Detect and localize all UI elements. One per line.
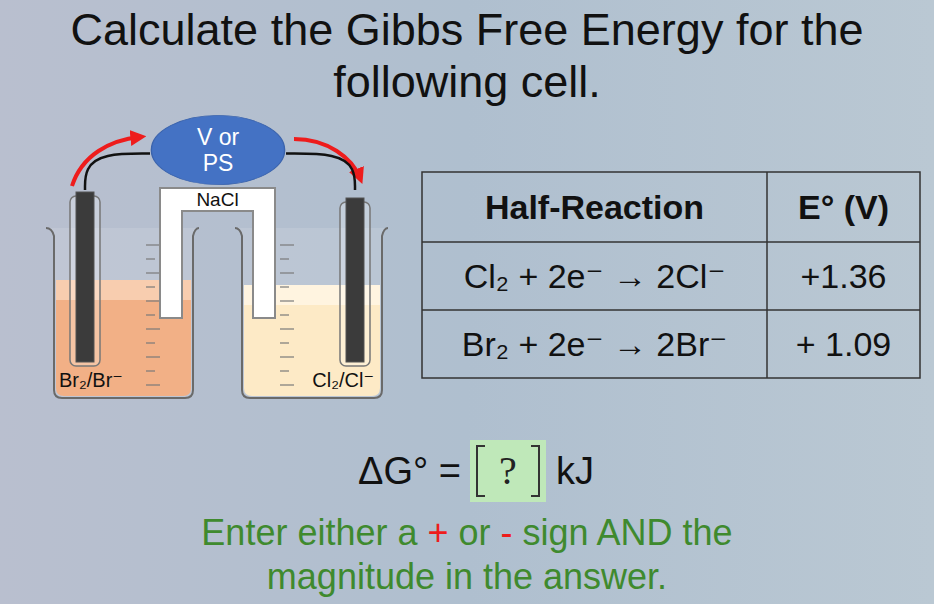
scale-tick <box>280 314 289 315</box>
scale-tick <box>280 258 289 259</box>
table-cell: Half-Reaction <box>485 188 704 227</box>
scale-tick <box>280 286 289 287</box>
scale-tick <box>146 356 160 357</box>
node-label: V or PS <box>182 124 254 176</box>
table-grid <box>422 172 920 378</box>
equation-text: ΔG° = <box>358 450 461 493</box>
table-cell: +1.36 <box>800 257 886 296</box>
scale-tick <box>146 244 160 245</box>
node-label: ? <box>499 448 517 494</box>
scale-tick <box>280 356 294 357</box>
scale-tick <box>280 384 294 385</box>
scale-tick <box>146 370 155 371</box>
electron-flow-arrow <box>294 139 360 178</box>
instruction-text: - <box>501 512 513 554</box>
table-cell: E° (V) <box>798 188 889 227</box>
scale-tick <box>146 342 155 343</box>
title: Calculate the Gibbs Free Energy for the … <box>0 4 934 108</box>
instruction-text: Enter either a <box>201 512 417 554</box>
equation-text: kJ <box>556 450 594 493</box>
node-label: Br₂/Br⁻ <box>59 369 123 392</box>
instruction-text: + <box>427 512 448 554</box>
right-electrode <box>340 198 370 366</box>
table-cell: Br₂ + 2e⁻ → 2Br⁻ <box>462 324 727 364</box>
scale-tick <box>280 244 294 245</box>
instruction-text: or <box>459 512 491 554</box>
scale-tick <box>146 328 160 329</box>
scale-tick <box>146 286 155 287</box>
scale-tick <box>146 272 160 273</box>
bracket <box>531 445 540 497</box>
electron-flow-arrow <box>72 137 140 186</box>
node-label: Cl₂/Cl⁻ <box>312 369 374 392</box>
answer-box: ? <box>470 440 546 502</box>
scale-tick <box>280 370 289 371</box>
wire <box>286 154 355 190</box>
scale-tick <box>280 272 294 273</box>
bracket <box>476 445 485 497</box>
voltmeter-ellipse: V or PS <box>150 114 286 186</box>
wire <box>85 154 150 190</box>
scale-tick <box>146 300 160 301</box>
scale-tick <box>146 384 160 385</box>
scale-tick <box>280 328 294 329</box>
scale-tick <box>146 258 155 259</box>
scale-tick <box>280 342 289 343</box>
instruction-text: sign AND the <box>523 512 733 554</box>
table-cell: Cl₂ + 2e⁻ → 2Cl⁻ <box>464 256 726 296</box>
scale-tick <box>280 300 294 301</box>
salt-bridge-box: NaCl <box>160 188 275 318</box>
salt-bridge <box>160 188 275 318</box>
table-cell: + 1.09 <box>796 325 891 364</box>
left-electrode <box>70 192 100 366</box>
instruction-text: magnitude in the answer. <box>267 556 667 598</box>
node-label: NaCl <box>196 188 238 211</box>
left-half-cell: Br₂/Br⁻ <box>50 190 197 400</box>
scale-tick <box>146 314 155 315</box>
right-half-cell: Cl₂/Cl⁻ <box>236 190 386 400</box>
